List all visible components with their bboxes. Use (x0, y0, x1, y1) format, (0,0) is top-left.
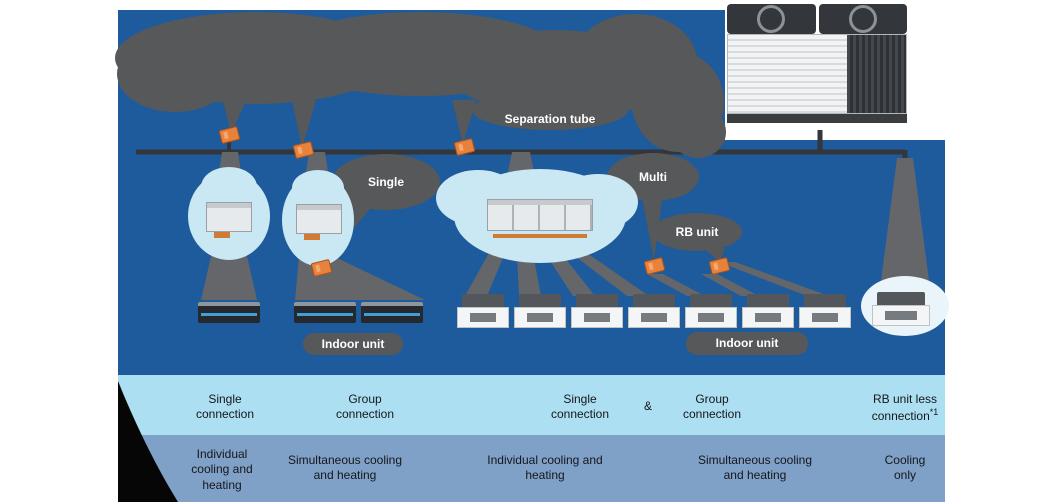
ducted-indoor-unit (198, 302, 260, 323)
fan-grille-icon (818, 4, 907, 34)
fan-grille-icon (727, 4, 816, 34)
callout-indoor-unit-left: Indoor unit (321, 337, 385, 351)
cassette-indoor-unit (628, 294, 680, 328)
cassette-panel (685, 307, 737, 328)
band1-label-single-connection-right: Single connection (550, 392, 610, 422)
band1-label-group-connection-right: Group connection (682, 392, 742, 422)
rb-unit-multi (487, 199, 593, 238)
cassette-body (519, 294, 561, 307)
ducted-indoor-unit (294, 302, 356, 323)
cassette-indoor-unit (571, 294, 623, 328)
band-connection-types (118, 375, 945, 435)
band-operation-modes (118, 435, 945, 502)
rb-unit-single (296, 204, 342, 240)
callout-rb-unit: RB unit (675, 225, 719, 239)
cassette-body (690, 294, 732, 307)
rb-unit-single (206, 202, 252, 238)
unit-base (727, 114, 907, 123)
cassette-panel (628, 307, 680, 328)
cassette-panel (514, 307, 566, 328)
band1-label-ampersand: & (643, 399, 653, 413)
cassette-panel (742, 307, 794, 328)
band1-label-group-connection-left: Group connection (335, 392, 395, 422)
band2-label-cooling-only: Cooling only (884, 453, 926, 483)
cassette-body (633, 294, 675, 307)
cassette-indoor-unit (742, 294, 794, 328)
ducted-indoor-unit (361, 302, 423, 323)
decorative-cloud-blob (115, 12, 808, 355)
cassette-indoor-unit (457, 294, 509, 328)
cassette-panel (571, 307, 623, 328)
cassette-indoor-unit (514, 294, 566, 328)
fan-grille-row (727, 4, 907, 34)
callout-multi: Multi (639, 170, 667, 184)
cassette-body (576, 294, 618, 307)
cassette-indoor-unit (685, 294, 737, 328)
band2-label-individual-left: Individual cooling and heating (191, 447, 253, 492)
cassette-body (747, 294, 789, 307)
band2-label-individual-right: Individual cooling and heating (487, 453, 603, 483)
cassette-panel (457, 307, 509, 328)
cassette-body (462, 294, 504, 307)
band2-label-simultaneous-right: Simultaneous cooling and heating (697, 453, 813, 483)
callout-separation-tube: Separation tube (504, 112, 596, 126)
callout-indoor-unit-right: Indoor unit (715, 336, 779, 350)
footnote-marker: *1 (929, 407, 939, 418)
band1-label-single-connection-left: Single connection (195, 392, 255, 422)
outdoor-unit-body (727, 34, 907, 114)
callout-single: Single (367, 175, 405, 189)
cassette-panel (799, 307, 851, 328)
band2-label-simultaneous-left: Simultaneous cooling and heating (287, 453, 403, 483)
cassette-body (877, 292, 925, 305)
louver-slats (728, 35, 847, 113)
cassette-body (804, 294, 846, 307)
band1-label-rb-unit-less: RB unit less connection*1 (849, 392, 961, 425)
side-grille (846, 35, 906, 113)
cassette-indoor-unit-rb-less (872, 292, 930, 326)
cassette-indoor-unit (799, 294, 851, 328)
cassette-panel (872, 305, 930, 326)
rb-less-text: RB unit less connection (871, 392, 938, 424)
outdoor-unit (727, 4, 907, 130)
corner-accent-wedge (118, 381, 178, 502)
